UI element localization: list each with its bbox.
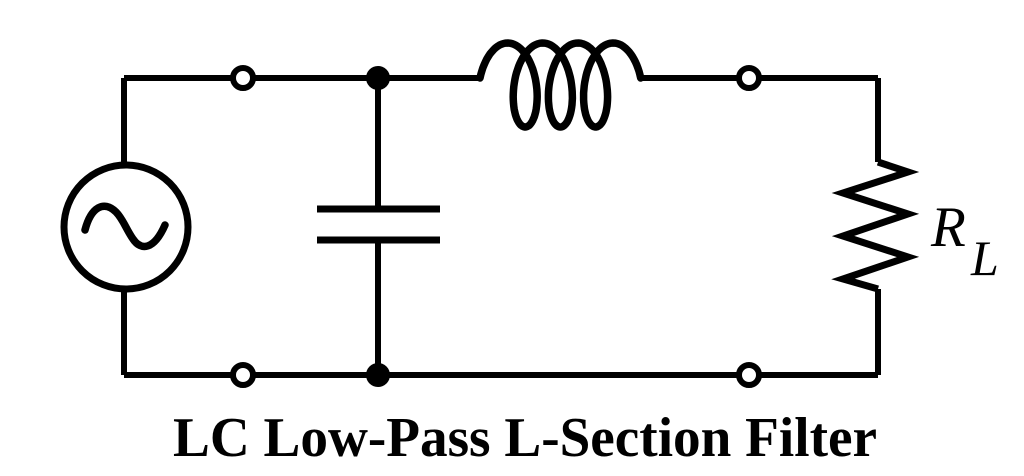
- resistor-zigzag: [831, 158, 920, 293]
- diagram-title: LC Low-Pass L-Section Filter: [173, 407, 877, 469]
- terminal-output-top: [736, 65, 762, 91]
- capacitor: [317, 205, 440, 244]
- resistor-label-subscript: L: [970, 230, 999, 286]
- sine-wave-icon: [81, 202, 169, 251]
- terminal-output-bottom: [736, 362, 762, 388]
- ac-source: [60, 161, 192, 293]
- junction-dot-top: [366, 66, 390, 90]
- terminal-input-bottom: [230, 362, 256, 388]
- junction-dot-bottom: [366, 363, 390, 387]
- resistor-label-main: R: [930, 196, 966, 259]
- inductor-coil: [476, 39, 645, 131]
- load-resistor-label: R L: [930, 196, 999, 286]
- terminal-input-top: [230, 65, 256, 91]
